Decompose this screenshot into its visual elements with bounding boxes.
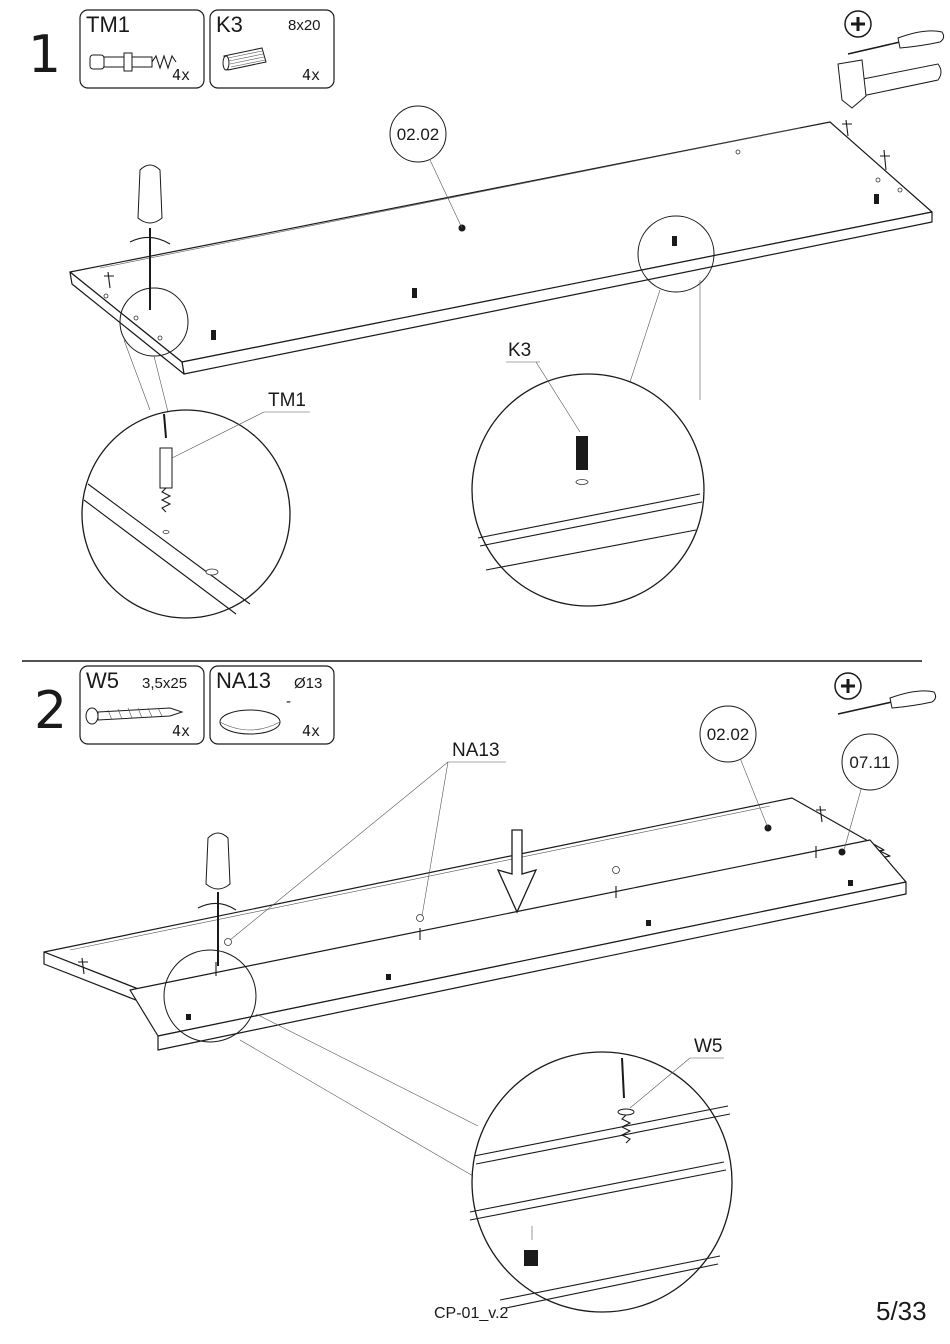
step-number: 2 xyxy=(34,681,67,741)
part-qty: 4x xyxy=(302,722,320,740)
step-1: 1 TM1 4x K3 8x20 4x xyxy=(28,10,944,618)
part-qty: 4x xyxy=(172,66,190,84)
part-spec: 8x20 xyxy=(288,17,321,34)
panel-02-02 xyxy=(70,120,932,374)
part-box-tm1: TM1 4x xyxy=(80,10,204,88)
part-spec: 3,5x25 xyxy=(142,675,187,692)
part-box-k3: K3 8x20 4x xyxy=(210,10,334,88)
callout-label: TM1 xyxy=(268,390,306,411)
part-box-na13: NA13 Ø13 - 4x xyxy=(210,666,334,744)
part-spec: Ø13 xyxy=(294,675,322,692)
detail-circle-tm1 xyxy=(82,410,290,618)
panel-ref: 02.02 xyxy=(707,725,750,744)
part-qty: 4x xyxy=(172,722,190,740)
part-code: TM1 xyxy=(86,12,130,37)
part-code: W5 xyxy=(86,668,119,693)
detail-circle-w5 xyxy=(470,1052,732,1312)
part-box-w5: W5 3,5x25 4x xyxy=(80,666,204,744)
part-spec-secondary: - xyxy=(286,693,291,710)
detail-circle-k3 xyxy=(472,374,704,606)
document-code: CP-01_v.2 xyxy=(434,1305,509,1322)
part-qty: 4x xyxy=(302,66,320,84)
callout-label: K3 xyxy=(508,340,531,361)
callout-label: W5 xyxy=(694,1036,723,1057)
tools-step-2 xyxy=(835,673,936,714)
page-number: 5/33 xyxy=(876,1296,927,1326)
part-code: K3 xyxy=(216,12,243,37)
panel-ref: 02.02 xyxy=(397,125,440,144)
plus-icon xyxy=(835,673,861,699)
part-code: NA13 xyxy=(216,668,271,693)
callout-label: NA13 xyxy=(452,740,500,761)
hammer-icon xyxy=(838,60,941,108)
tools-step-1 xyxy=(838,11,944,108)
step-2: 2 W5 3,5x25 4x NA13 Ø13 - 4x xyxy=(34,666,936,1312)
plus-icon xyxy=(845,11,871,37)
panel-ref: 07.11 xyxy=(849,753,890,772)
step-number: 1 xyxy=(28,25,61,85)
cover-cap-icon xyxy=(220,710,280,734)
